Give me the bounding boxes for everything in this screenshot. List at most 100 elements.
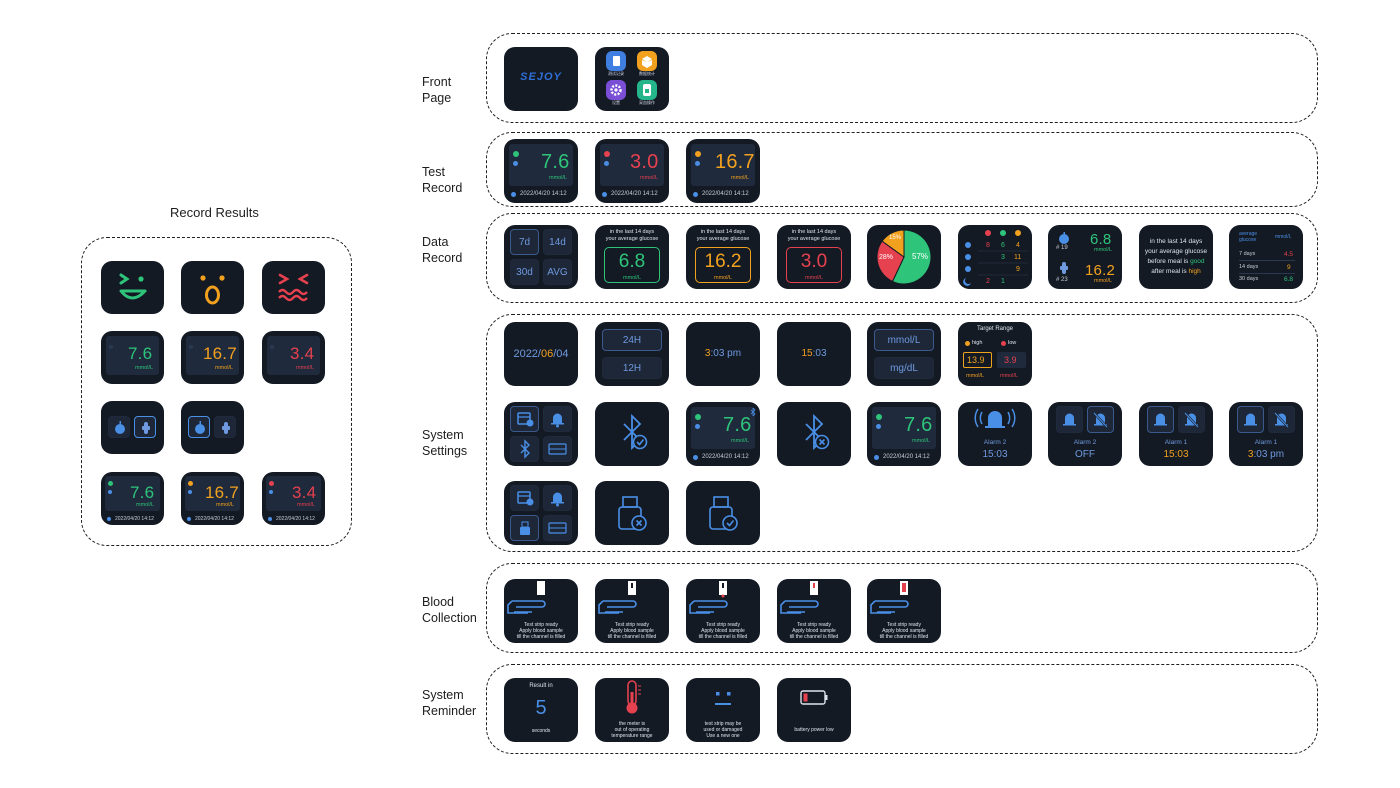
face-neutral-screen[interactable] bbox=[181, 261, 244, 314]
setting-unit-tile[interactable] bbox=[543, 515, 572, 541]
reading-good-screen[interactable]: 7.6 mmol/L bbox=[101, 331, 164, 384]
reading-datetime: 2022/04/20 14:12 bbox=[702, 191, 749, 197]
average-table-screen[interactable]: average glucose mmol/L 7 days 4.5 14 day… bbox=[1229, 225, 1303, 289]
record-final-high[interactable]: 16.7 mmol/L 2022/04/20 14:12 bbox=[181, 472, 244, 525]
smile-face-icon bbox=[119, 273, 147, 300]
bluetooth-connected-screen[interactable] bbox=[595, 402, 669, 466]
unit-mgdl-option[interactable]: mg/dL bbox=[874, 357, 934, 379]
blood-collection-step-5[interactable]: Test strip ready Apply blood sample till… bbox=[867, 579, 941, 643]
meal-average-screen[interactable]: # 19 6.8 mmol/L # 23 16.2 mmol/L bbox=[1048, 225, 1122, 289]
period-14d[interactable]: 14d bbox=[543, 229, 572, 255]
strip-error-screen[interactable]: test strip may be used or damaged Use a … bbox=[686, 678, 760, 742]
blood-collection-step-2[interactable]: Test strip ready Apply blood sample till… bbox=[595, 579, 669, 643]
test-record-high[interactable]: 16.7 mmol/L 2022/04/20 14:12 bbox=[686, 139, 760, 203]
setting-date-tile[interactable] bbox=[510, 485, 539, 511]
apple-core-icon bbox=[222, 422, 230, 434]
reading-value: 7.6 bbox=[723, 414, 752, 436]
temperature-warning-screen[interactable]: the meter is out of operating temperatur… bbox=[595, 678, 669, 742]
reading-high-screen[interactable]: 16.7 mmol/L bbox=[181, 331, 244, 384]
alarm-off-tile[interactable] bbox=[1178, 406, 1205, 433]
bluetooth-reading-screen[interactable]: 7.6 mmol/L 2022/04/20 14:12 bbox=[686, 402, 760, 466]
blood-collection-step-1[interactable]: Test strip ready Apply blood sample till… bbox=[504, 579, 578, 643]
menu-test-records[interactable]: 测试记录 bbox=[604, 51, 628, 78]
alarm-off-screen[interactable]: Alarm 2 OFF bbox=[1048, 402, 1122, 466]
pie-chart-screen[interactable]: 57% 28% 15% bbox=[867, 225, 941, 289]
reading-detail-screen[interactable]: 7.6 mmol/L 2022/04/20 14:12 bbox=[867, 402, 941, 466]
date-setting-screen[interactable]: 2022/06/04 bbox=[504, 322, 578, 386]
blood-collection-step-4[interactable]: Test strip ready Apply blood sample till… bbox=[777, 579, 851, 643]
blood-collection-group bbox=[486, 563, 1318, 653]
hour-format-screen[interactable]: 24H 12H bbox=[595, 322, 669, 386]
settings-menu-screen[interactable] bbox=[504, 402, 578, 466]
record-results-group bbox=[81, 237, 352, 546]
average-low-screen[interactable]: in the last 14 days your average glucose… bbox=[777, 225, 851, 289]
test-tube-icon bbox=[637, 80, 657, 100]
unit-selector-screen[interactable]: mmol/L mg/dL bbox=[867, 322, 941, 386]
alarm-ringing-screen[interactable]: Alarm 2 15:03 bbox=[958, 402, 1032, 466]
menu-blood-collection[interactable]: 采血操作 bbox=[635, 80, 659, 107]
alarm-off-tile[interactable] bbox=[1268, 406, 1295, 433]
reading-value: 16.7 bbox=[205, 483, 239, 502]
usb-connected-screen[interactable] bbox=[686, 481, 760, 545]
bluetooth-icon bbox=[520, 439, 530, 459]
setting-usb-tile[interactable] bbox=[510, 515, 539, 541]
finger-strip-icon bbox=[870, 581, 909, 614]
face-good-screen[interactable] bbox=[101, 261, 164, 314]
menu-data-stats[interactable]: 数据统计 bbox=[635, 51, 659, 78]
settings-menu-usb-screen[interactable] bbox=[504, 481, 578, 545]
countdown-unit: seconds bbox=[531, 728, 551, 734]
setting-unit-tile[interactable] bbox=[543, 436, 572, 462]
format-24h-option[interactable]: 24H bbox=[602, 329, 662, 351]
alarm-on-tile[interactable] bbox=[1237, 406, 1264, 433]
average-high-screen[interactable]: in the last 14 days your average glucose… bbox=[686, 225, 760, 289]
test-record-low[interactable]: 3.0 mmol/L 2022/04/20 14:12 bbox=[595, 139, 669, 203]
battery-low-screen[interactable]: battery power low bbox=[777, 678, 851, 742]
alarm-on-tile[interactable] bbox=[1056, 406, 1083, 433]
alarm-12h-screen[interactable]: Alarm 1 3:03 pm bbox=[1229, 402, 1303, 466]
usb-disconnected-screen[interactable] bbox=[595, 481, 669, 545]
alarm-off-tile[interactable] bbox=[1087, 406, 1114, 433]
period-30d[interactable]: 30d bbox=[510, 259, 539, 285]
avg-value: 6.8 bbox=[618, 251, 646, 272]
record-final-low[interactable]: 3.4 mmol/L 2022/04/20 14:12 bbox=[262, 472, 325, 525]
home-menu-screen[interactable]: 测试记录 数据统计 设置 采血操作 bbox=[595, 47, 669, 111]
alarm-24h-screen[interactable]: Alarm 1 15:03 bbox=[1139, 402, 1213, 466]
time-24h-screen[interactable]: 15:03 bbox=[777, 322, 851, 386]
format-12h-option[interactable]: 12H bbox=[602, 357, 662, 379]
period-selector-screen[interactable]: 7d 14d 30d AVG bbox=[504, 225, 578, 289]
setting-alarm-tile[interactable] bbox=[543, 406, 572, 432]
document-icon bbox=[606, 51, 626, 71]
countdown-screen[interactable]: Result in 5 seconds bbox=[504, 678, 578, 742]
target-low-value[interactable]: 3.9 bbox=[1004, 355, 1017, 365]
test-record-good[interactable]: 7.6 mmol/L 2022/04/20 14:12 bbox=[504, 139, 578, 203]
record-final-good[interactable]: 7.6 mmol/L 2022/04/20 14:12 bbox=[101, 472, 164, 525]
target-range-screen[interactable]: Target Range high low 13.9 3.9 mmol/L mm… bbox=[958, 322, 1032, 386]
grid-cell: 6 bbox=[1001, 242, 1005, 249]
reading-unit: mmol/L bbox=[135, 365, 154, 371]
setting-alarm-tile[interactable] bbox=[543, 485, 572, 511]
time-grid-screen[interactable]: 8 6 4 3 11 9 2 1 bbox=[958, 225, 1032, 289]
setting-bluetooth-tile[interactable] bbox=[510, 436, 539, 462]
bluetooth-small-icon bbox=[750, 408, 756, 416]
bluetooth-disconnected-screen[interactable] bbox=[777, 402, 851, 466]
summary-text-screen[interactable]: in the last 14 days your average glucose… bbox=[1139, 225, 1213, 289]
reading-value: 7.6 bbox=[130, 483, 155, 502]
logo-screen[interactable]: SEJOY bbox=[504, 47, 578, 111]
alarm-on-tile[interactable] bbox=[1147, 406, 1174, 433]
target-high-value[interactable]: 13.9 bbox=[967, 355, 985, 365]
blood-collection-step-3[interactable]: Test strip ready Apply blood sample till… bbox=[686, 579, 760, 643]
face-bad-screen[interactable] bbox=[262, 261, 325, 314]
period-avg[interactable]: AVG bbox=[543, 259, 572, 285]
section-title-system-reminder: System Reminder bbox=[422, 688, 477, 718]
unit-mmol-option[interactable]: mmol/L bbox=[874, 329, 934, 351]
period-7d[interactable]: 7d bbox=[510, 229, 539, 255]
reading-low-screen[interactable]: 3.4 mmol/L bbox=[262, 331, 325, 384]
reading-value: 16.7 bbox=[203, 344, 237, 363]
menu-settings[interactable]: 设置 bbox=[604, 80, 628, 107]
system-settings-group bbox=[486, 314, 1318, 552]
meal-tag-screen-after[interactable] bbox=[181, 401, 244, 454]
average-good-screen[interactable]: in the last 14 days your average glucose… bbox=[595, 225, 669, 289]
meal-tag-screen-before[interactable] bbox=[101, 401, 164, 454]
time-12h-screen[interactable]: 3:03 pm bbox=[686, 322, 760, 386]
setting-date-tile[interactable] bbox=[510, 406, 539, 432]
